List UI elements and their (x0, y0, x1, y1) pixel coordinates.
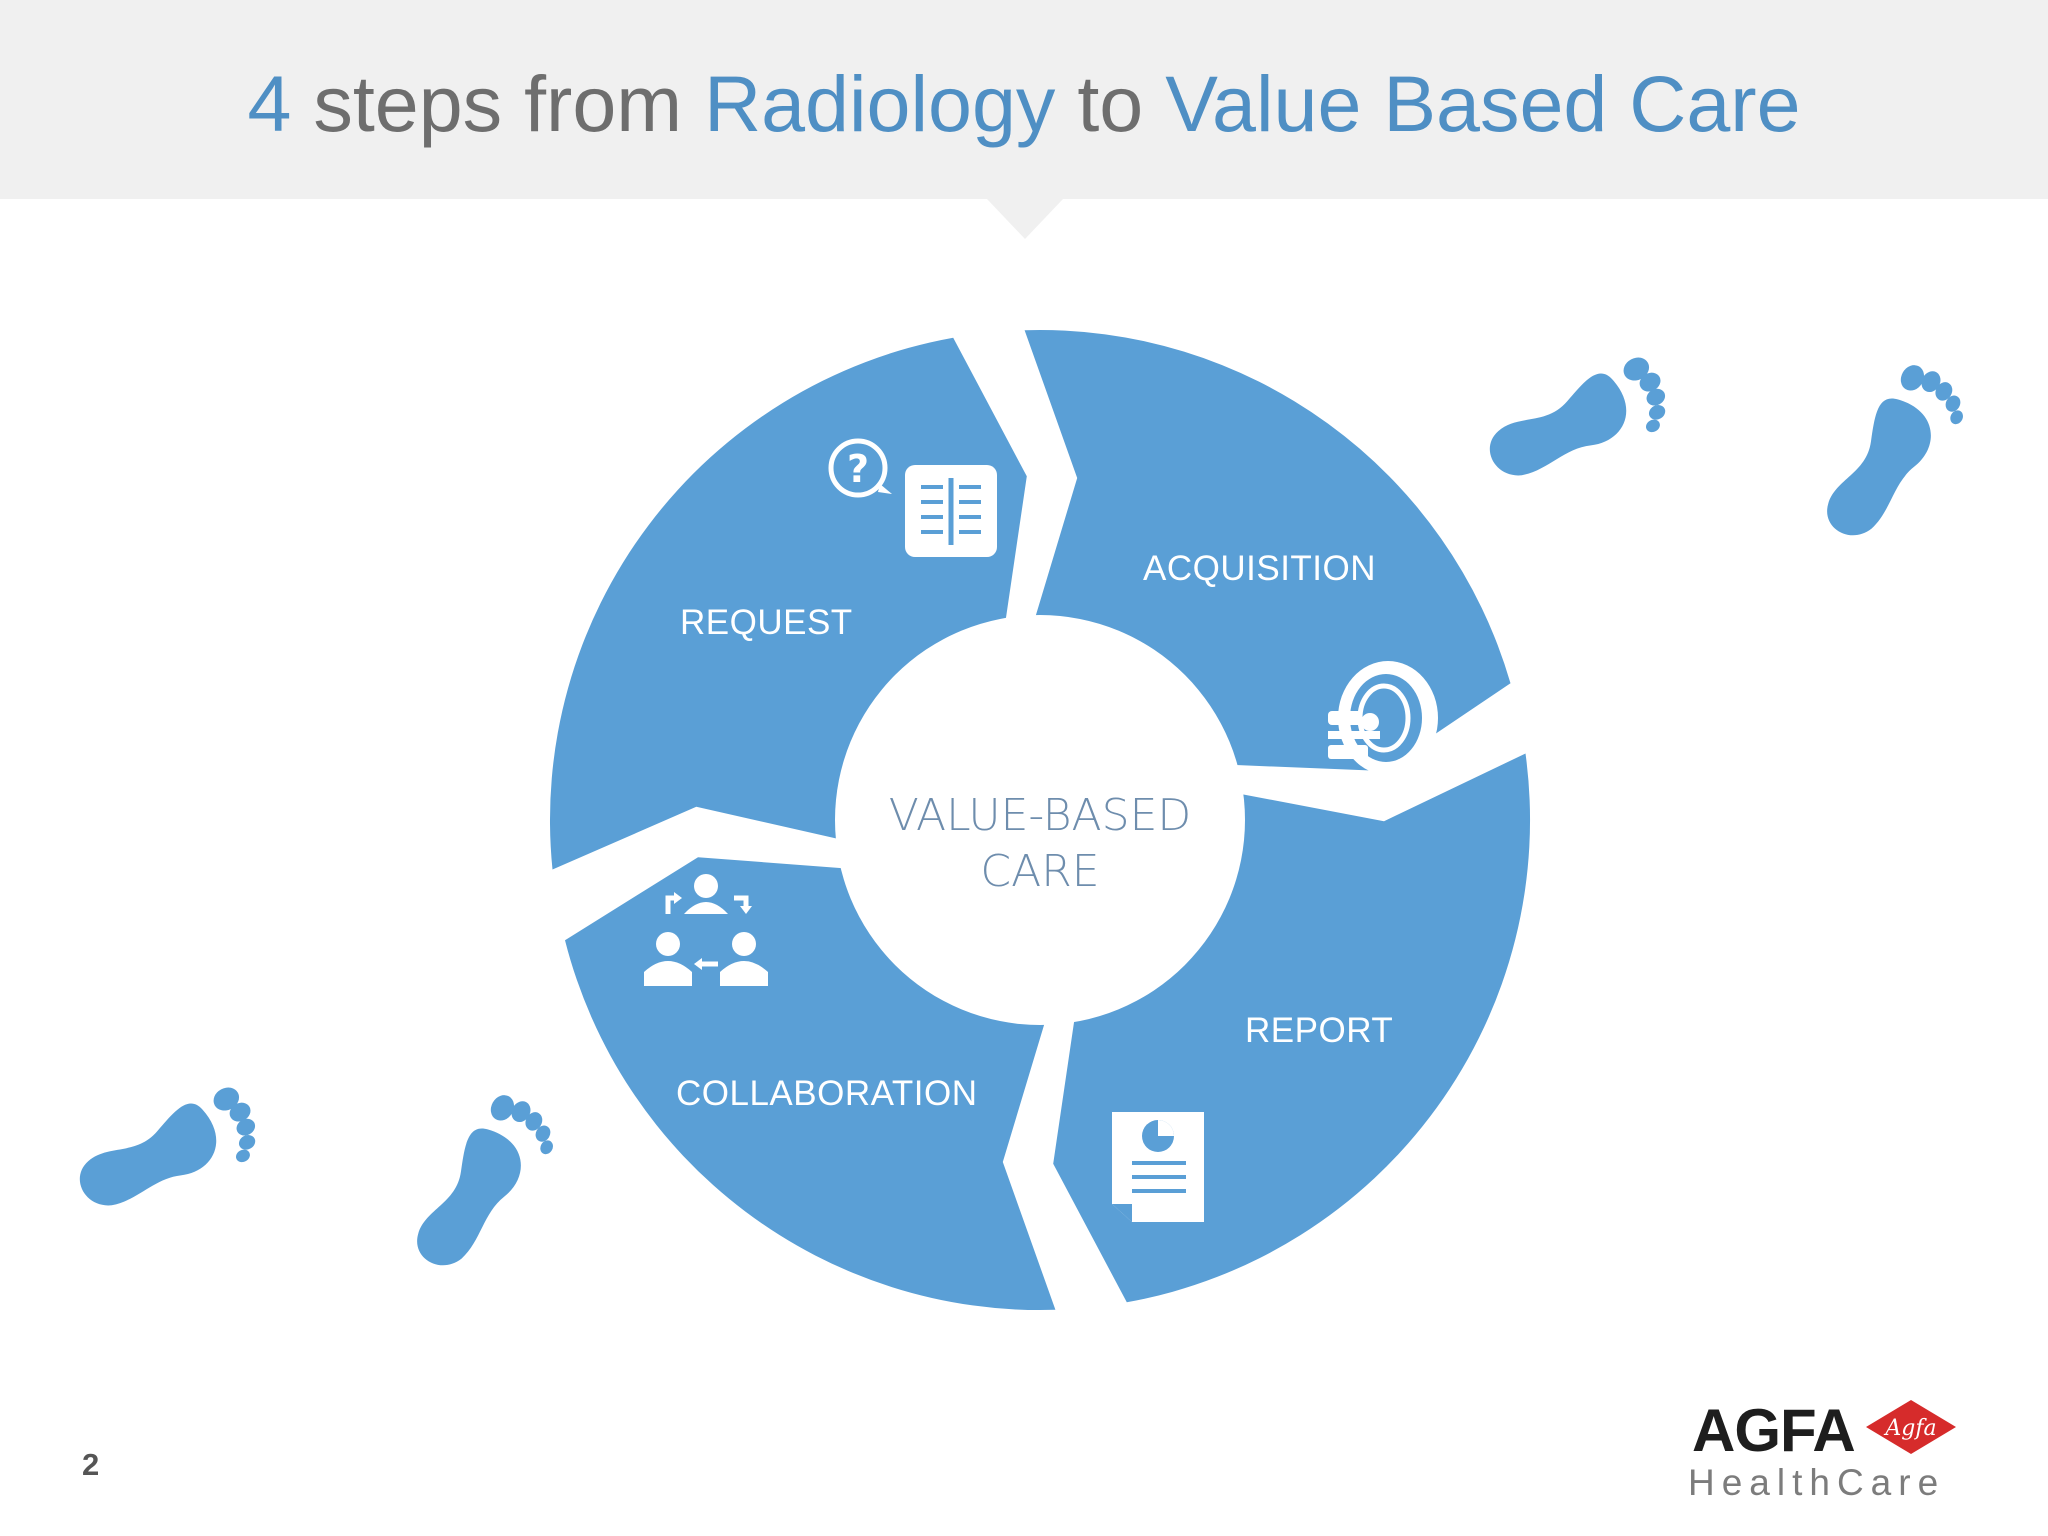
footprint-upper-right-foot (1827, 365, 1963, 536)
title-pointer (987, 199, 1063, 239)
footprints-upper-right-icon (1489, 357, 1963, 536)
footprint-lower-right-foot (417, 1095, 553, 1266)
report-document-icon (1112, 1112, 1204, 1222)
segment-label-report: REPORT (1245, 1011, 1393, 1050)
segment-label-collaboration: COLLABORATION (676, 1074, 977, 1113)
question-bubble-icon: ? (828, 438, 892, 498)
title-band (0, 0, 2048, 199)
segment-label-request: REQUEST (680, 603, 853, 642)
title-number: 4 (247, 59, 292, 148)
agfa-healthcare-logo: AGFA Agfa HealthCare (1686, 1396, 1956, 1506)
footprints-lower-left-icon (79, 1087, 553, 1266)
svg-text:?: ? (847, 447, 869, 491)
title-highlight-value-based-care: Value Based Care (1165, 59, 1801, 148)
center-label-line-1: VALUE-BASED (889, 790, 1192, 841)
logo-subtitle: HealthCare (1688, 1462, 1946, 1503)
title-part-1: steps from (291, 59, 705, 148)
segment-request (1024, 329, 1511, 771)
center-label-line-2: CARE (980, 846, 1099, 897)
logo-wordmark: AGFA (1692, 1397, 1856, 1464)
center-circle (835, 615, 1245, 1025)
agfa-diamond-icon: Agfa (1866, 1400, 1956, 1454)
ct-scanner-icon (1328, 661, 1438, 775)
slide-title: 4 steps from Radiology to Value Based Ca… (0, 56, 2048, 152)
logo-badge-text: Agfa (1883, 1416, 1936, 1441)
slide-number: 2 (82, 1447, 100, 1482)
footprint-upper-left-foot (1489, 357, 1666, 476)
xray-film-icon (905, 465, 997, 557)
footprint-lower-left-foot (79, 1087, 256, 1206)
title-highlight-radiology: Radiology (704, 59, 1056, 148)
segment-label-acquisition: ACQUISITION (1143, 549, 1376, 588)
team-exchange-icon (644, 874, 768, 986)
title-part-2: to (1055, 59, 1166, 148)
